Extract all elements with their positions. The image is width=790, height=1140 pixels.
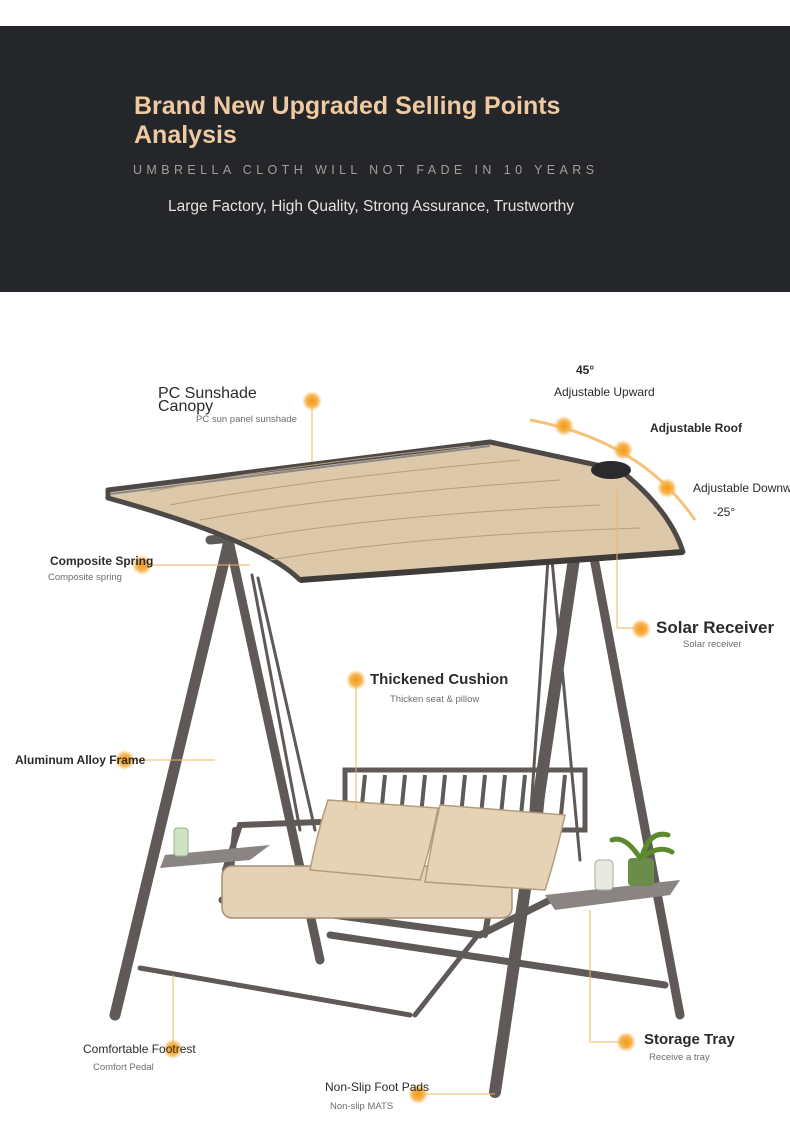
tray-title: Storage Tray — [644, 1031, 735, 1048]
tagline: Large Factory, High Quality, Strong Assu… — [168, 198, 575, 215]
header-banner — [0, 26, 790, 292]
canopy-title: PC Sunshade Canopy — [158, 385, 257, 415]
footrest-sub: Comfort Pedal — [93, 1062, 154, 1073]
cushion-sub: Thicken seat & pillow — [390, 694, 480, 705]
adjust-roof-label: Adjustable Roof — [650, 421, 742, 435]
solar-title: Solar Receiver — [656, 618, 775, 637]
adjust-down-label: Adjustable Downw — [693, 481, 790, 495]
swing-illustration — [105, 391, 697, 1104]
pads-title: Non-Slip Foot Pads — [325, 1080, 430, 1094]
callout-dots — [115, 391, 677, 1104]
footrest-title: Comfortable Footrest — [83, 1042, 196, 1056]
angle-down-label: -25° — [713, 505, 736, 519]
tray-sub: Receive a tray — [649, 1052, 710, 1063]
spring-title: Composite Spring — [50, 554, 154, 568]
frame-title: Aluminum Alloy Frame — [15, 753, 146, 767]
spring-sub: Composite spring — [48, 572, 122, 583]
angle-up-label: 45° — [576, 363, 595, 377]
pads-sub: Non-slip MATS — [330, 1101, 394, 1112]
page-subtitle: UMBRELLA CLOTH WILL NOT FADE IN 10 YEARS — [133, 163, 599, 177]
canopy-sub: PC sun panel sunshade — [196, 414, 297, 425]
page-title: Brand New Upgraded Selling Points Analys… — [134, 92, 561, 149]
cushion-title: Thickened Cushion — [370, 671, 509, 688]
adjust-upward-label: Adjustable Upward — [554, 385, 655, 399]
solar-sub: Solar receiver — [683, 639, 742, 650]
